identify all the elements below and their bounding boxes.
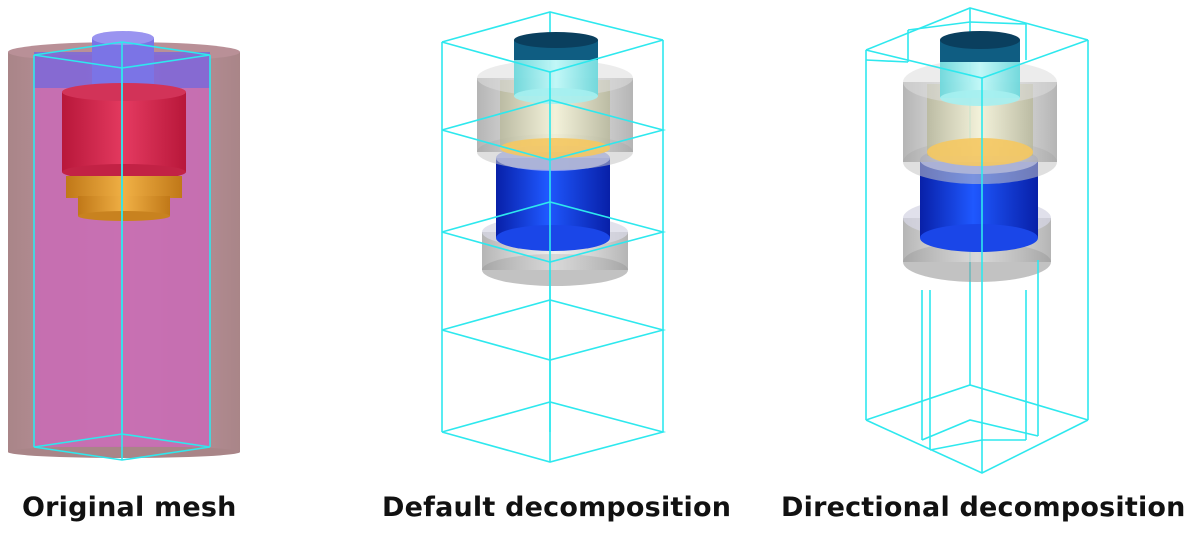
dir-blue-cylinder-bottom (920, 224, 1038, 252)
blue-cylinder-bottom (496, 225, 610, 251)
original-wireframe (33, 41, 211, 461)
dark-top-disc (514, 32, 598, 48)
directional-wireframe-front (865, 21, 1089, 474)
original-mesh-drawing (8, 31, 240, 461)
red-cylinder-top (62, 83, 186, 101)
orange-cylinder-upper (66, 176, 182, 198)
top-cap-disc (92, 31, 154, 45)
dir-yellow-disc (927, 138, 1033, 166)
original-mesh-figure (0, 0, 260, 480)
dir-dark-top-disc (940, 31, 1020, 49)
orange-cylinder-lower (78, 196, 170, 216)
outer-cylinder-bottom (8, 446, 240, 458)
caption-original-mesh: Original mesh (22, 492, 237, 523)
directional-decomposition-figure (830, 0, 1130, 480)
default-wireframe-front (441, 39, 667, 463)
orange-cylinder-bottom (78, 211, 170, 221)
cyan-cylinder-bottom (514, 88, 598, 104)
caption-default-decomposition: Default decomposition (382, 492, 732, 523)
default-decomposition-drawing (441, 11, 667, 463)
dir-cyan-cylinder-bottom (940, 90, 1020, 106)
red-cylinder (62, 92, 186, 172)
default-decomposition-figure (400, 0, 700, 480)
directional-decomposition-drawing (865, 7, 1089, 474)
caption-directional-decomposition: Directional decomposition (781, 492, 1186, 523)
blue-cylinder (496, 158, 610, 238)
